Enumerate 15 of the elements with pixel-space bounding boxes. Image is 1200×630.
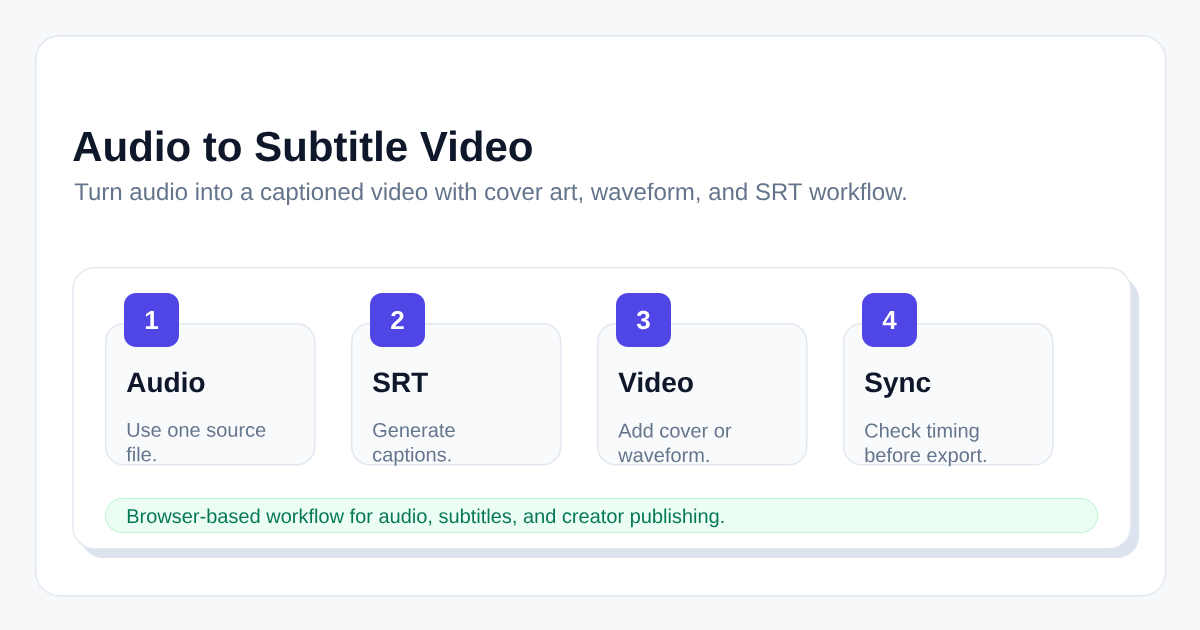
number-badge: 2: [370, 293, 425, 347]
step-description: Check timing before export.: [865, 423, 986, 467]
step-title: Video: [618, 371, 693, 393]
number-badge: 3: [616, 293, 671, 347]
number-badge: 1: [124, 293, 179, 347]
subtitle: Turn audio into a captioned video with cover art, waveform, and SRT workflow.: [74, 182, 906, 205]
step-description: Add cover or waveform.: [618, 423, 732, 463]
note-banner: Browser-based workflow for audio, subtitles, and creator publishing.: [105, 498, 1098, 533]
heading: Audio to Subtitle Video: [73, 130, 532, 162]
step-description: Use one source file.: [126, 423, 266, 462]
step-title: Sync: [865, 372, 931, 398]
number-badge: 4: [862, 293, 917, 347]
step-description: Generate captions.: [373, 423, 455, 466]
step-title: Audio: [126, 371, 205, 393]
step-title: SRT: [373, 372, 428, 393]
